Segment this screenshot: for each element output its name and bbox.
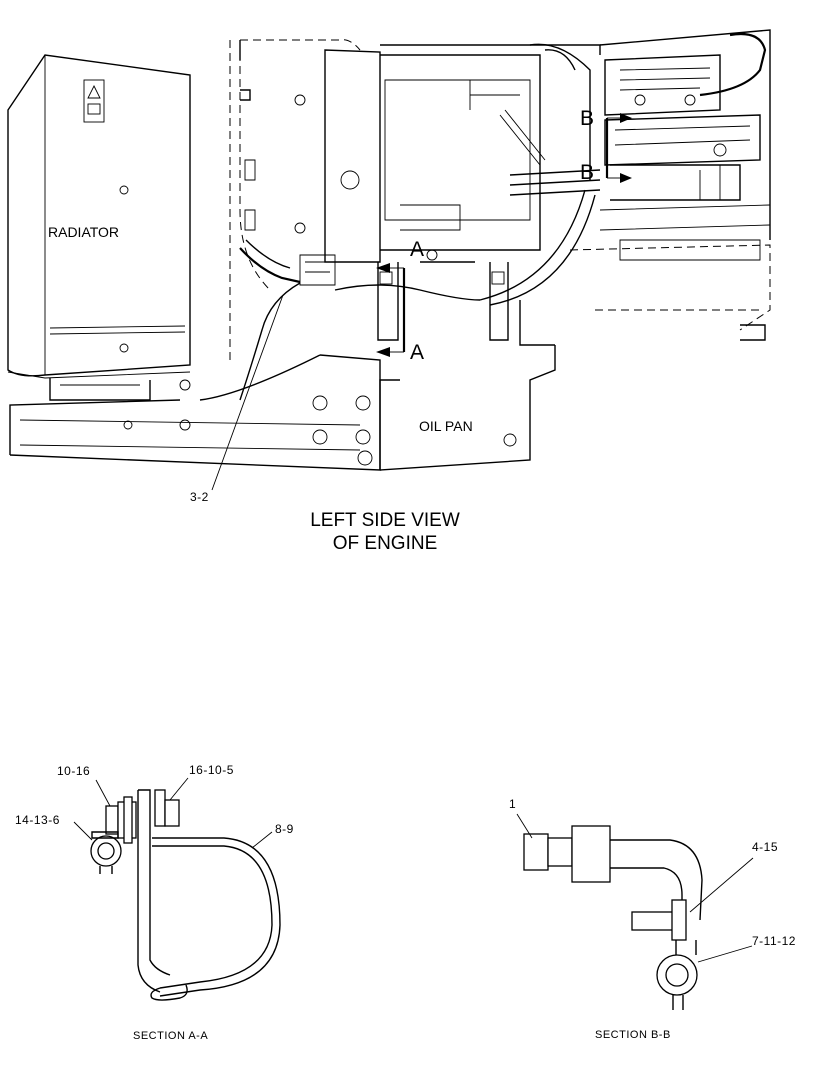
radiator-label: RADIATOR bbox=[48, 224, 120, 240]
callout-8-9: 8-9 bbox=[275, 822, 294, 836]
callout-1: 1 bbox=[509, 797, 517, 811]
view-title-line-1: LEFT SIDE VIEW bbox=[310, 510, 460, 531]
callout-10-16: 10-16 bbox=[57, 764, 91, 778]
section-aa-caption: SECTION A-A bbox=[133, 1030, 209, 1042]
view-title-line-2: OF ENGINE bbox=[332, 533, 438, 554]
section-cut-aa bbox=[376, 263, 406, 357]
section-a-marker-bottom: A bbox=[410, 341, 425, 364]
callout-4-15: 4-15 bbox=[752, 840, 779, 854]
section-cut-bb bbox=[605, 113, 632, 183]
callout-14-13-6: 14-13-6 bbox=[15, 813, 60, 827]
section-b-marker-top: B bbox=[580, 107, 595, 130]
section-bb-caption: SECTION B-B bbox=[595, 1029, 671, 1041]
oil-pan-label: OIL PAN bbox=[419, 418, 473, 434]
section-bb-drawing bbox=[516, 813, 754, 1010]
radiator-outline bbox=[7, 54, 191, 379]
callout-3-2: 3-2 bbox=[190, 490, 209, 504]
section-a-marker-top: A bbox=[410, 238, 425, 261]
engine-block bbox=[9, 29, 771, 471]
leader-3-2 bbox=[211, 294, 284, 491]
view-title: LEFT SIDE VIEW OF ENGINE bbox=[280, 509, 490, 555]
section-aa-drawing bbox=[73, 777, 281, 1001]
callout-16-10-5: 16-10-5 bbox=[189, 763, 234, 777]
callout-7-11-12: 7-11-12 bbox=[752, 934, 796, 948]
section-b-marker-bottom: B bbox=[580, 161, 595, 184]
